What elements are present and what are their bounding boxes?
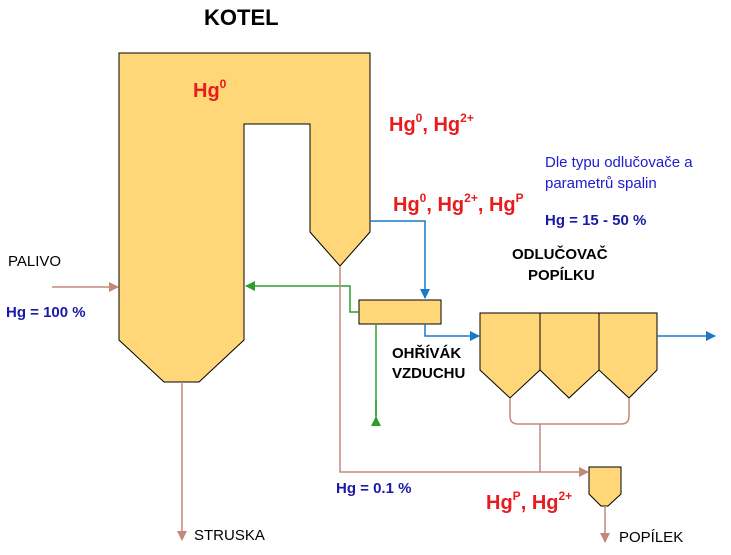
flue-gas-line-to-separator — [424, 324, 480, 341]
diagram-title: KOTEL — [204, 5, 279, 30]
air-preheater-label-1: OHŘÍVÁK — [392, 345, 462, 362]
hg-ash-label: HgP, Hg2+ — [486, 489, 573, 514]
slag-label: STRUSKA — [194, 527, 265, 544]
separator-label-1: ODLUČOVAČ — [512, 246, 608, 263]
air-preheater-label-2: VZDUCHU — [392, 365, 466, 382]
hg-furnace-label: Hg0 — [193, 77, 227, 102]
hg-flue-label: Hg0, Hg2+, HgP — [393, 191, 524, 216]
air-to-boiler-line — [245, 281, 359, 313]
fly-ash-hopper — [588, 466, 622, 507]
separator-label-2: POPÍLKU — [528, 267, 595, 284]
fuel-hg-label: Hg = 100 % — [6, 304, 86, 321]
hg-outlet-label: Hg0, Hg2+ — [389, 111, 474, 136]
ash-separator — [479, 312, 658, 399]
note-hg-range: Hg = 15 - 50 % — [545, 212, 647, 229]
fuel-label: PALIVO — [8, 253, 62, 270]
note-line-1: Dle typu odlučovače a — [545, 154, 693, 171]
fly-ash-label: POPÍLEK — [619, 529, 684, 546]
boiler-body — [118, 52, 371, 383]
note-line-2: parametrů spalin — [545, 175, 657, 192]
air-inlet-arrowhead — [371, 416, 381, 426]
flue-gas-line-to-preheater — [370, 220, 430, 299]
separator-ash-collector — [509, 398, 630, 425]
boiler-ash-line — [339, 266, 589, 477]
air-preheater — [358, 299, 442, 325]
ash-hg-label: Hg = 0.1 % — [336, 480, 412, 497]
